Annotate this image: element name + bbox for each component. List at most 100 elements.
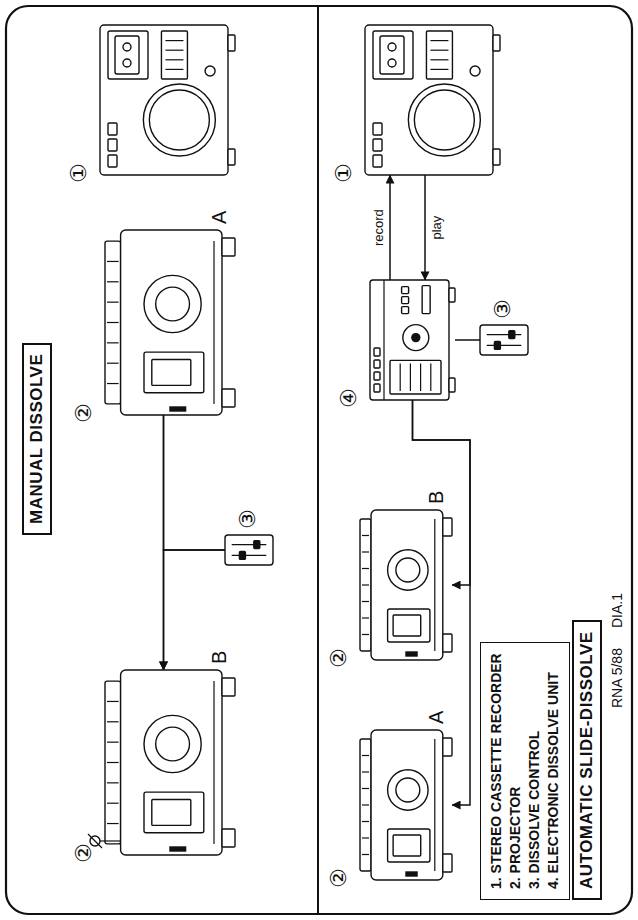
tray-slot <box>107 363 119 364</box>
unit-socket <box>422 286 430 314</box>
outer-border <box>6 6 632 914</box>
unit-button <box>402 307 409 314</box>
focus-knob <box>100 840 121 841</box>
cassette-reel <box>123 59 131 67</box>
slide-gate <box>388 609 430 642</box>
tray-slot <box>107 383 119 384</box>
cassette-reel <box>123 43 131 51</box>
control-body <box>225 535 273 565</box>
tray-slot <box>107 721 119 722</box>
lens <box>396 558 420 582</box>
slide-tray <box>360 739 371 871</box>
tray-slot <box>362 755 369 756</box>
section-title: MANUAL DISSOLVE <box>22 343 52 535</box>
cassette <box>380 36 404 74</box>
body-seam <box>213 681 214 844</box>
projector-body <box>371 730 443 880</box>
cassette-reel <box>388 43 396 51</box>
key-row <box>426 31 452 79</box>
piano-key <box>430 40 448 41</box>
key-entry: 1. STEREO CASSETTE RECORDER <box>487 653 506 889</box>
meter-line <box>420 363 421 391</box>
recorder-button <box>108 123 117 135</box>
slide-frame <box>152 360 191 386</box>
projector-letter: B <box>209 651 229 664</box>
signal-wire <box>389 175 391 280</box>
callout-number: ② <box>328 648 350 668</box>
control-body <box>480 325 528 355</box>
recorder-button <box>373 123 382 135</box>
key-row <box>161 31 187 79</box>
meter-panel <box>390 360 441 394</box>
dissolve-dial <box>403 325 429 351</box>
projector-letter: A <box>209 211 229 224</box>
slide-tray <box>105 681 121 844</box>
slide-projector: ②A <box>105 230 235 415</box>
tray-slot <box>362 788 369 789</box>
cassette-recorder: ① <box>100 25 235 175</box>
tray-slot <box>107 701 119 702</box>
speaker-grille <box>408 84 480 156</box>
callout-number: ① <box>68 163 90 183</box>
lens <box>156 727 190 761</box>
tray-slot <box>107 782 119 783</box>
slider-track <box>487 334 522 335</box>
meter-line <box>410 363 411 391</box>
cassette-window <box>108 31 148 79</box>
tray-slot <box>107 302 119 303</box>
unit-button <box>402 287 409 294</box>
slide-projector-drawing <box>360 510 452 660</box>
slide-tray <box>105 241 121 404</box>
projector-letter: A <box>426 711 446 724</box>
tray-slot <box>107 281 119 282</box>
speaker-grille <box>414 90 474 150</box>
indicator-lamp <box>406 652 417 656</box>
slide-projector: ②B <box>105 670 235 855</box>
tray-slot <box>362 821 369 822</box>
section-heading: MANUAL DISSOLVE <box>27 354 47 524</box>
tray-slot <box>107 742 119 743</box>
tray-slot <box>107 322 119 323</box>
projector-body <box>121 670 222 855</box>
piano-key <box>165 69 183 70</box>
key-entry: 4. ELECTRONIC DISSOLVE UNIT <box>544 653 563 889</box>
section-heading: AUTOMATIC SLIDE-DISSOLVE <box>577 631 597 889</box>
unit-body <box>370 280 449 400</box>
device-foot <box>222 389 235 407</box>
device-foot <box>228 149 235 165</box>
device-foot <box>222 238 235 256</box>
projector-body <box>371 510 443 660</box>
key-entry: 3. DISSOLVE CONTROL <box>525 653 544 889</box>
piano-key <box>430 69 448 70</box>
signal-wire <box>424 175 426 280</box>
tray-slot <box>362 634 369 635</box>
body-seam <box>434 739 435 871</box>
callout-number: ② <box>73 403 95 423</box>
slide-projector-drawing <box>105 670 235 855</box>
meter-line <box>430 363 431 391</box>
unit-button <box>402 297 409 304</box>
tray-slot <box>107 261 119 262</box>
device-foot <box>493 35 500 51</box>
slider-knob <box>494 341 500 349</box>
tray-slot <box>362 804 369 805</box>
indicator-lamp <box>170 407 186 411</box>
dissolve-control: ③ <box>225 535 273 565</box>
device-foot <box>443 738 452 756</box>
lens <box>156 287 190 321</box>
body-seam <box>434 519 435 651</box>
device-foot <box>449 288 455 302</box>
tray-slot <box>107 823 119 824</box>
tray-slot <box>107 803 119 804</box>
piano-key <box>430 59 448 60</box>
slider-track <box>232 544 267 545</box>
cassette <box>115 36 139 74</box>
cassette-reel <box>388 59 396 67</box>
speaker-grille <box>143 84 215 156</box>
slider-track <box>232 555 267 556</box>
cassette-recorder: ① <box>365 25 500 175</box>
device-foot <box>443 518 452 536</box>
parts-key: 1. STEREO CASSETTE RECORDER2. PROJECTOR3… <box>480 642 570 900</box>
unit-top-panel <box>383 280 384 400</box>
cassette-recorder-drawing <box>100 25 235 175</box>
